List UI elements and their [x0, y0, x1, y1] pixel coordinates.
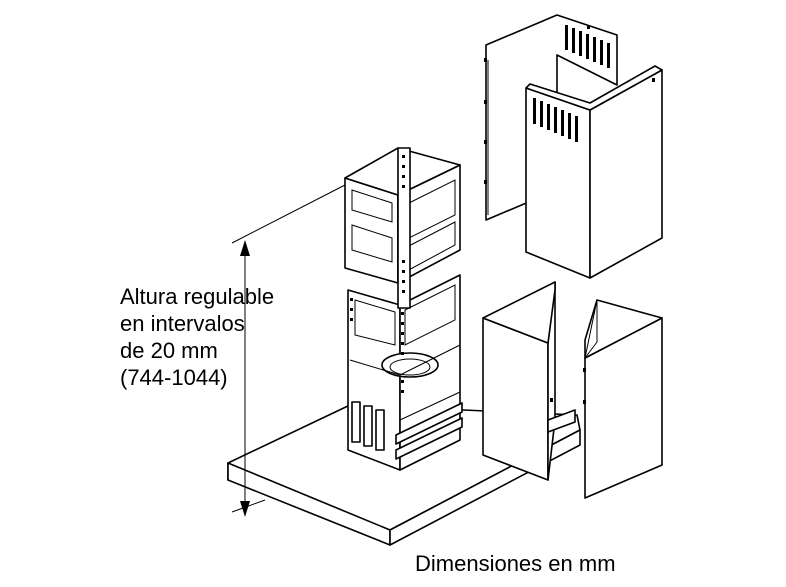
height-dimension-line — [231, 184, 346, 517]
lower-chimney-cover-back — [583, 299, 663, 499]
height-label-line-2: en intervalos — [120, 311, 245, 336]
height-label-line-3: de 20 mm — [120, 338, 218, 363]
upper-support-frame — [344, 147, 461, 309]
height-label-line-1: Altura regulable — [120, 284, 275, 309]
frame-bottom-rails — [395, 402, 463, 460]
lower-chimney-cover-front — [482, 281, 576, 481]
upper-chimney-cover-front — [525, 25, 663, 279]
adjustable-height-label: Altura regulable en intervalos de 20 mm … — [120, 283, 274, 391]
lower-support-frame — [347, 274, 461, 471]
height-label-line-4: (744-1044) — [120, 365, 228, 390]
units-label: Dimensiones en mm — [415, 551, 616, 576]
